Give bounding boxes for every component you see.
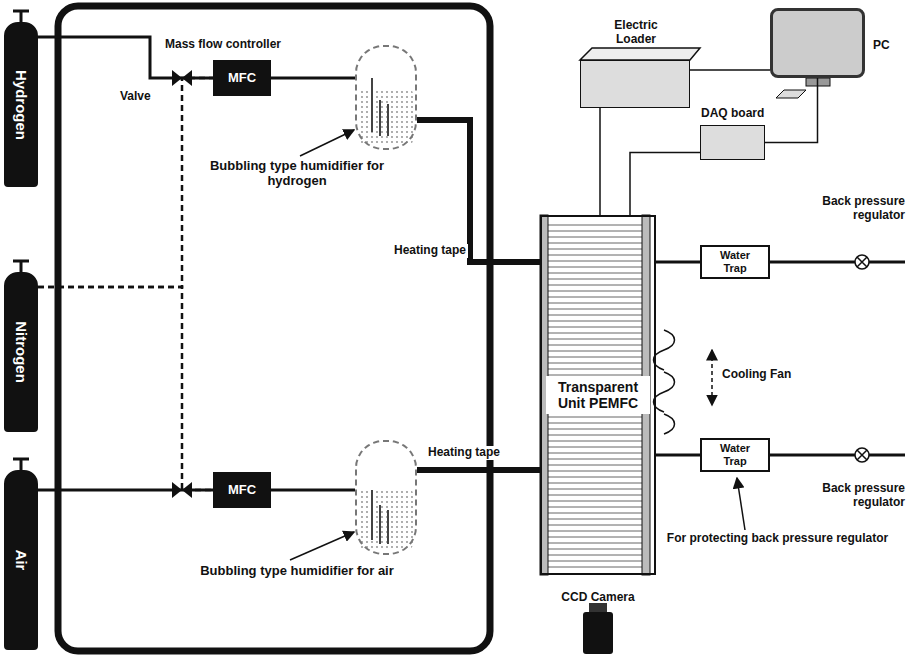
part-label: Back pressure regulator [790, 482, 905, 510]
node-label: Hydrogen [12, 69, 29, 139]
daq-board: DAQ board [700, 125, 765, 160]
node-label: Nitrogen [12, 321, 29, 383]
connector-line [656, 454, 700, 457]
part-label: Mass flow controller [165, 38, 305, 52]
mfc-box: MFC [213, 472, 271, 508]
gas-cylinder: Nitrogen [4, 272, 38, 432]
node-label: Electric Loader [601, 19, 671, 47]
node-label: Bubbling type humidifier for hydrogen [182, 159, 412, 189]
node-label: DAQ board [701, 107, 811, 121]
connector-line [271, 489, 355, 492]
node-label: MFC [228, 71, 256, 86]
connector-line [38, 489, 213, 492]
water-trap: Water Trap [700, 438, 770, 472]
node-label: MFC [228, 483, 256, 498]
electric-loader: Electric Loader [580, 60, 690, 108]
pc-monitor: PC [770, 8, 865, 78]
part-label: Cooling Fan [722, 368, 802, 382]
connector-line [656, 261, 700, 264]
water-trap: Water Trap [700, 245, 770, 279]
node-label: CCD Camera [553, 591, 643, 605]
node-label: Water Trap [709, 442, 761, 467]
gas-cylinder: Hydrogen [4, 22, 38, 187]
node-label: Water Trap [709, 249, 761, 274]
humidifier-vessel: Bubbling type humidifier for air [355, 440, 417, 555]
connector-line [765, 78, 818, 143]
humidifier-vessel: Bubbling type humidifier for hydrogen [355, 45, 417, 150]
connector-line [417, 120, 540, 262]
node-label: PC [873, 39, 903, 53]
node-label: Air [12, 550, 29, 571]
connector-line [417, 467, 540, 473]
part-label: For protecting back pressure regulator [655, 532, 900, 546]
part-label: Valve [120, 90, 160, 104]
connector-line [690, 69, 770, 71]
connector-line [271, 77, 355, 80]
connector-line [599, 108, 601, 215]
fuel-cell-stack: Transparent Unit PEMFC [540, 215, 656, 575]
node-label: Bubbling type humidifier for air [187, 564, 407, 579]
nitrogen-purge-line [38, 287, 213, 490]
part-label: Back pressure regulator [790, 195, 905, 223]
connector-line [630, 153, 700, 216]
mfc-box: MFC [213, 60, 271, 96]
node-label: Transparent Unit PEMFC [546, 376, 650, 414]
ccd-camera: CCD Camera [583, 612, 613, 654]
nitrogen-purge-line [38, 78, 213, 287]
part-label: Heating tape [426, 446, 502, 460]
gas-cylinder: Air [4, 470, 38, 650]
part-label: Heating tape [392, 244, 468, 258]
